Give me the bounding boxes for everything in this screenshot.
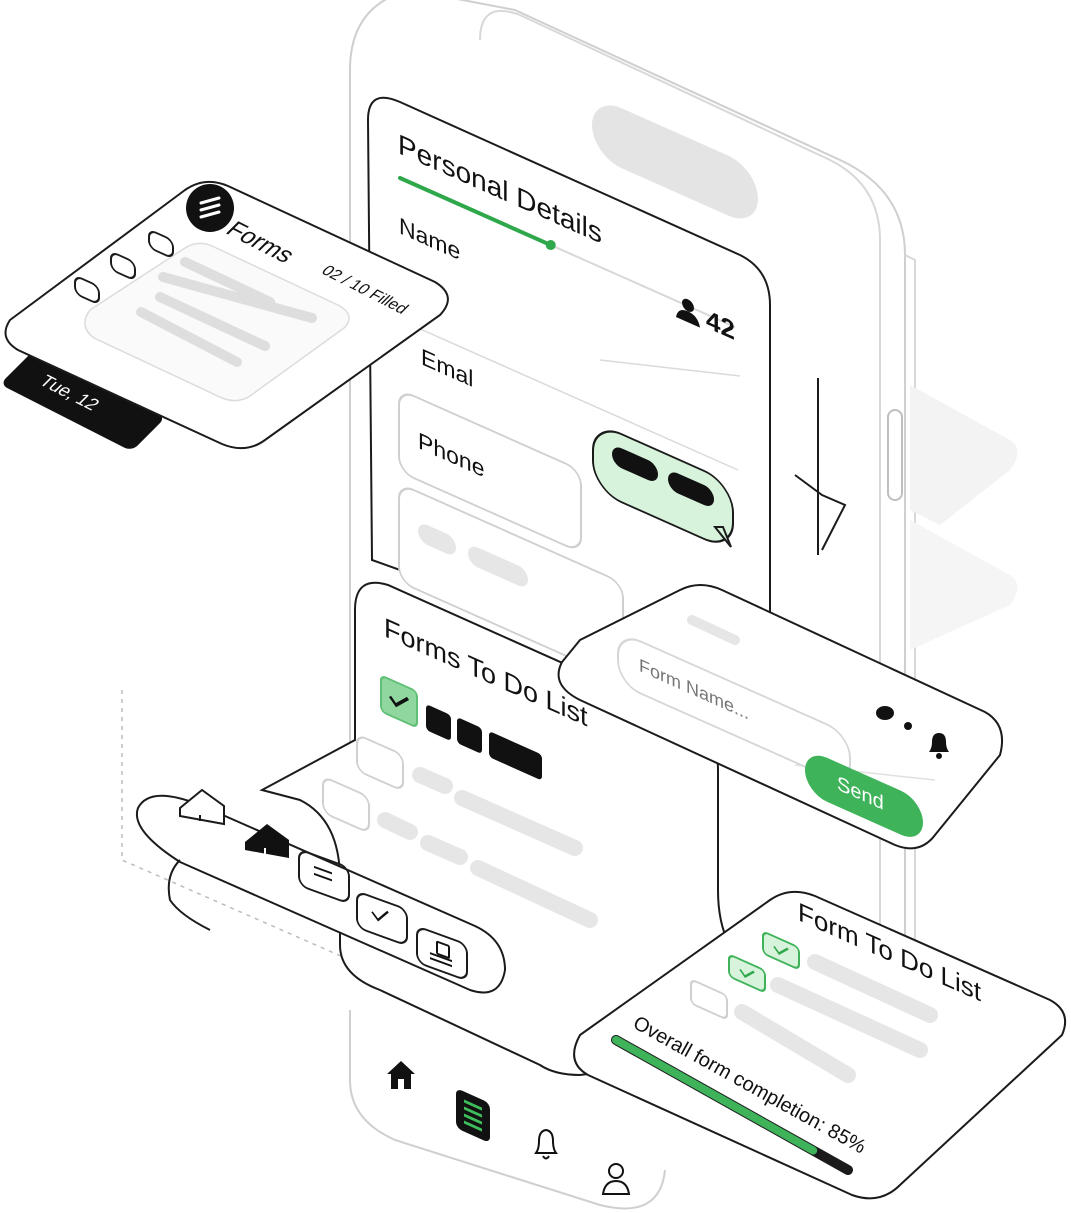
user-nav-icon[interactable]	[600, 1160, 632, 1200]
todo-checkbox-checked[interactable]	[380, 674, 418, 729]
dot-small	[904, 722, 912, 730]
bell-nav-icon[interactable]	[530, 1125, 562, 1165]
hamburger-icon	[199, 196, 221, 219]
home-active-icon[interactable]	[243, 820, 293, 862]
check-tab-icon[interactable]	[356, 890, 408, 947]
green-check-icon	[739, 968, 755, 978]
bell-icon[interactable]	[925, 730, 953, 760]
home-icon[interactable]	[384, 1058, 418, 1092]
user-icon	[676, 298, 700, 328]
list-checkbox-2[interactable]	[728, 953, 766, 994]
list-checkbox-1[interactable]	[762, 930, 800, 971]
green-check-icon	[773, 945, 789, 955]
check-icon	[388, 695, 410, 708]
menu-button[interactable]	[186, 184, 234, 232]
dot-large	[876, 706, 894, 720]
home-outline-icon[interactable]	[178, 788, 228, 830]
tab-check-mark	[371, 910, 389, 922]
user-count-badge: 42	[676, 290, 735, 347]
